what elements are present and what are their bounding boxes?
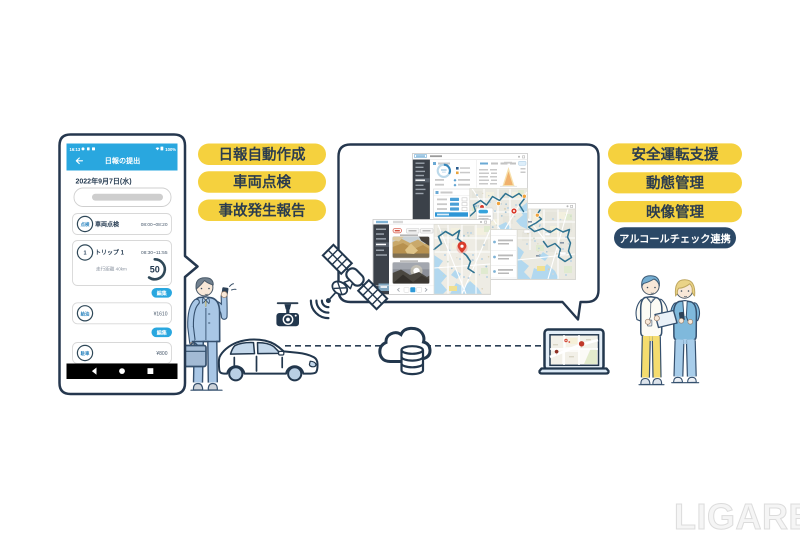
svg-text:車両点検: 車両点検 <box>233 173 291 191</box>
svg-text:日報の提出: 日報の提出 <box>105 156 140 165</box>
svg-text:100%: 100% <box>165 147 176 152</box>
svg-text:事故発生報告: 事故発生報告 <box>219 202 306 220</box>
svg-text:安全運転支援: 安全運転支援 <box>632 145 719 163</box>
svg-text:走行距離 40km: 走行距離 40km <box>96 266 127 273</box>
svg-text:2022年9月7日(水): 2022年9月7日(水) <box>76 177 132 186</box>
svg-text:アルコールチェック連携: アルコールチェック連携 <box>619 232 731 245</box>
svg-text:映像管理: 映像管理 <box>646 203 704 221</box>
svg-text:編集: 編集 <box>157 290 168 297</box>
svg-text:50: 50 <box>150 265 160 275</box>
svg-text:トリップ 1: トリップ 1 <box>95 248 125 256</box>
svg-text:点検: 点検 <box>81 221 90 228</box>
svg-text:16:13: 16:13 <box>70 147 81 152</box>
svg-text:¥800: ¥800 <box>156 351 167 357</box>
svg-text:給油: 給油 <box>81 310 90 317</box>
svg-text:1: 1 <box>83 250 86 256</box>
svg-text:08:00~08:20: 08:00~08:20 <box>141 222 168 228</box>
svg-text:日報自動作成: 日報自動作成 <box>219 146 306 164</box>
svg-text:動態管理: 動態管理 <box>646 174 704 192</box>
svg-text:車両点検: 車両点検 <box>95 220 120 228</box>
svg-text:¥1610: ¥1610 <box>154 312 168 318</box>
svg-text:駐車: 駐車 <box>81 350 90 357</box>
svg-text:編集: 編集 <box>157 329 168 336</box>
svg-text:08:30~11:55: 08:30~11:55 <box>141 250 168 256</box>
svg-text:LIGARE: LIGARE <box>674 496 800 533</box>
